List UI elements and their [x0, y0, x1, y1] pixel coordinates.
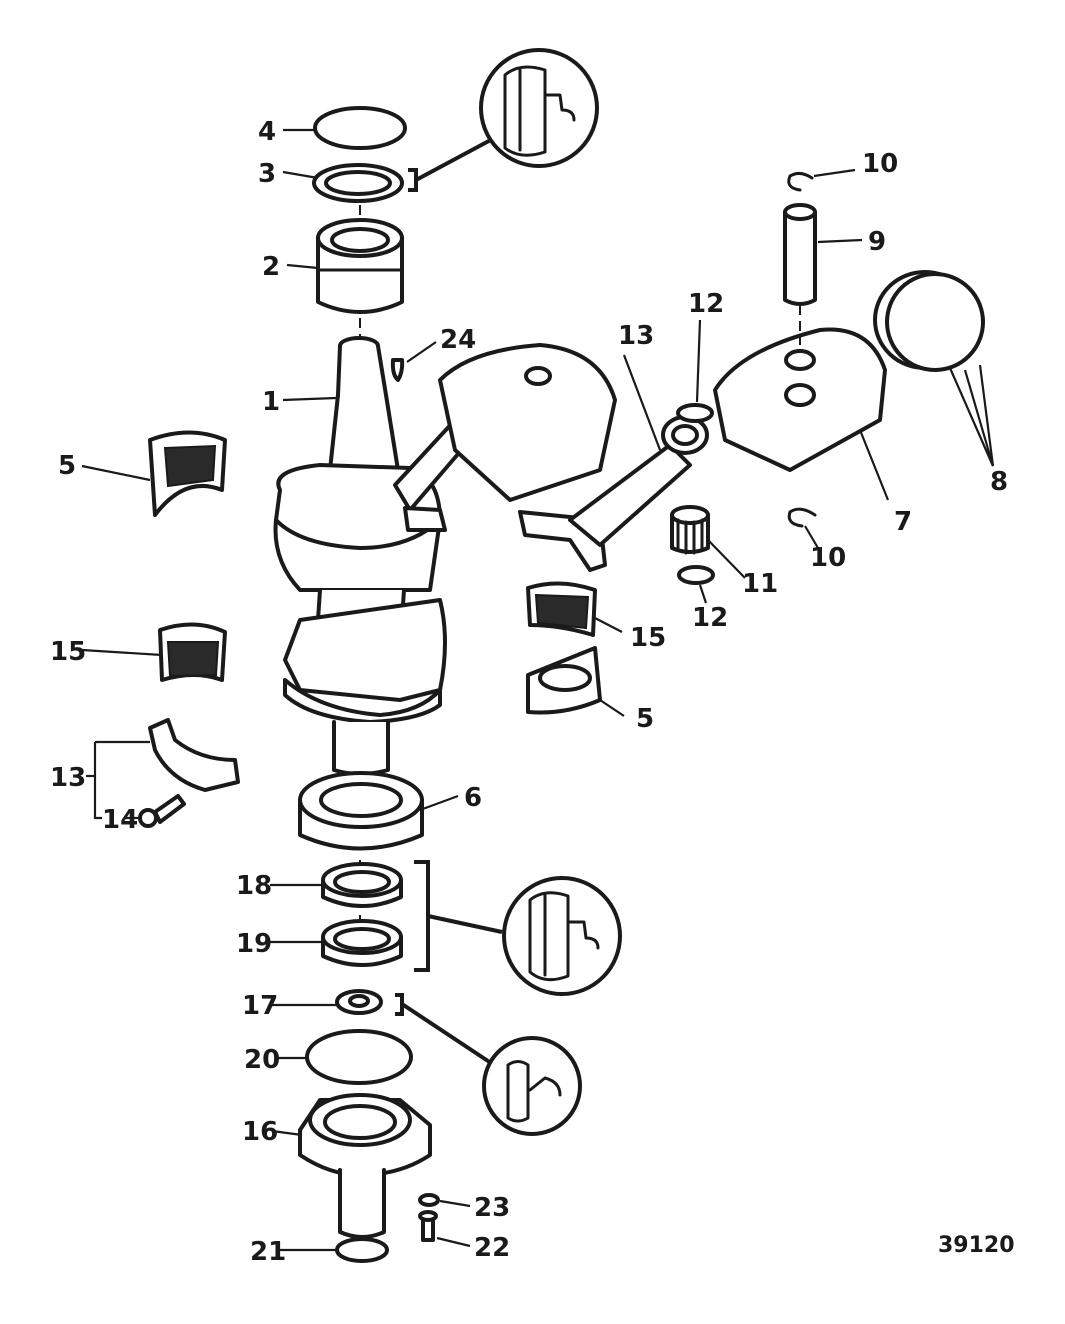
bracket-lower	[395, 993, 496, 1067]
part-17-seal	[335, 989, 383, 1015]
callout-13-left: 13	[50, 763, 86, 793]
part-13-connecting-rod	[518, 415, 709, 572]
callout-10-bottom: 10	[810, 543, 846, 573]
assembled-piston-rod	[393, 343, 617, 532]
part-14-screw	[138, 794, 186, 828]
part-16-end-cap	[298, 1093, 432, 1239]
callout-14: 14	[102, 805, 138, 835]
callout-labels: 4 3 2 1 24 5 15 13 14 10 9 12 13 8 7 10 …	[50, 117, 1008, 1267]
part-24-key	[390, 358, 405, 382]
part-5-bearing-cage-right	[526, 646, 602, 715]
callout-15-right: 15	[630, 623, 666, 653]
part-4-o-ring	[313, 106, 407, 150]
part-10-clip-lower	[787, 507, 817, 528]
callout-12-top: 12	[688, 289, 724, 319]
callout-22: 22	[474, 1233, 510, 1263]
part-9-wrist-pin	[783, 203, 817, 306]
bracket-middle	[414, 860, 503, 972]
part-19-bearing-race	[321, 919, 403, 967]
callout-1: 1	[262, 387, 280, 417]
part-12-washer-lower	[677, 565, 715, 585]
part-5-bearing-cage-left	[148, 430, 227, 517]
part-13-rod-cap	[148, 718, 240, 792]
callout-24: 24	[440, 325, 476, 355]
callout-16: 16	[242, 1117, 278, 1147]
callout-20: 20	[244, 1045, 280, 1075]
callout-11: 11	[742, 569, 778, 599]
part-21-o-ring	[335, 1237, 389, 1263]
callout-6: 6	[464, 783, 482, 813]
figure-number: 39120	[938, 1233, 1015, 1258]
callout-13-right: 13	[618, 321, 654, 351]
callout-21: 21	[250, 1237, 286, 1267]
part-15-bearing-half-right	[526, 581, 597, 637]
callout-9: 9	[868, 227, 886, 257]
grease-tube-icon	[482, 1036, 582, 1136]
part-12-washer-upper	[676, 403, 714, 423]
callout-4: 4	[258, 117, 276, 147]
part-15-bearing-half-left	[158, 622, 227, 682]
part-10-clip-upper	[787, 171, 814, 192]
callout-5-right: 5	[636, 704, 654, 734]
callout-12-bottom: 12	[692, 603, 728, 633]
part-6-ball-bearing	[298, 771, 424, 851]
part-1-crankshaft	[273, 336, 447, 776]
callout-5-left: 5	[58, 451, 76, 481]
part-20-o-ring	[305, 1029, 413, 1085]
callout-18: 18	[236, 871, 272, 901]
callout-10-top: 10	[862, 149, 898, 179]
callout-17: 17	[242, 991, 278, 1021]
part-22-screw	[418, 1210, 438, 1242]
part-3-ring	[312, 163, 404, 203]
callout-3: 3	[258, 159, 276, 189]
bracket-top	[408, 133, 501, 192]
lubricant-tube-icon	[502, 876, 622, 996]
callout-2: 2	[262, 252, 280, 282]
leader-lines	[81, 128, 995, 1252]
callout-23: 23	[474, 1193, 510, 1223]
part-18-bearing-race	[321, 862, 403, 908]
callout-19: 19	[236, 929, 272, 959]
part-2-bearing	[316, 218, 404, 314]
part-8-piston-rings	[873, 270, 985, 372]
part-11-needle-bearing	[670, 505, 710, 555]
callout-8: 8	[990, 467, 1008, 497]
callout-15-left: 15	[50, 637, 86, 667]
part-7-piston	[713, 327, 887, 472]
sealant-tube-icon	[479, 48, 599, 168]
part-23-washer	[418, 1193, 440, 1207]
callout-7: 7	[894, 507, 912, 537]
